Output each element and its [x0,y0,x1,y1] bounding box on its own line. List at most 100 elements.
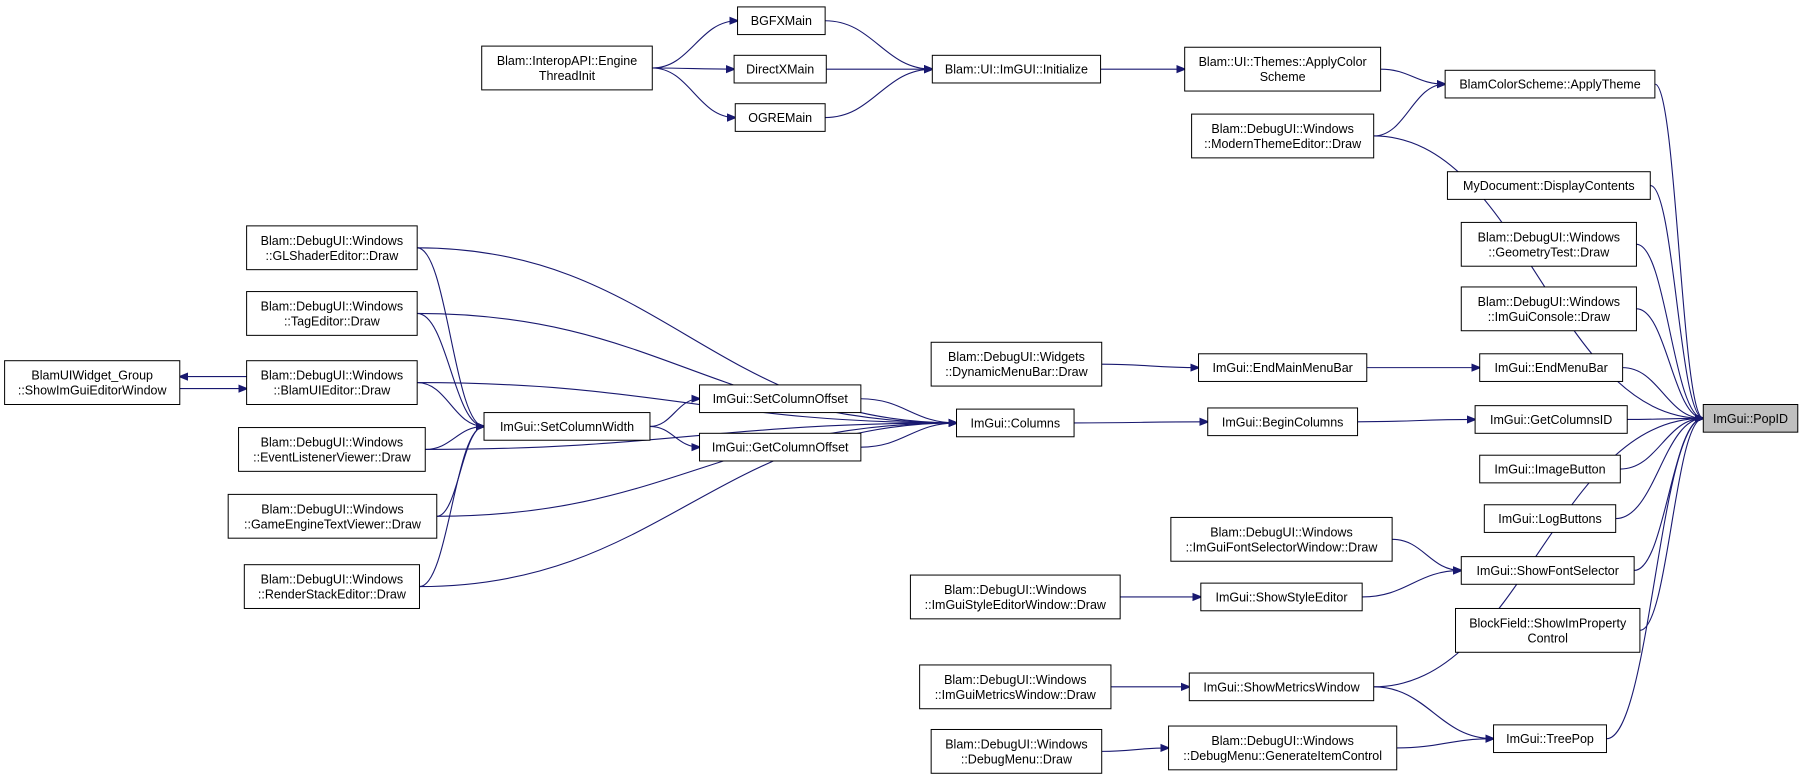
node-label: ImGui::GetColumnOffset [712,441,849,455]
node-box [956,408,1075,438]
node-widgetgroup[interactable]: BlamUIWidget_Group::ShowImGuiEditorWindo… [4,360,181,406]
edge-applycolor-to-applytheme [1380,68,1446,84]
node-showfontsel[interactable]: ImGui::ShowFontSelector [1460,556,1635,585]
edge-engine-to-ogre [652,67,735,118]
node-box [737,6,826,36]
node-logbuttons[interactable]: ImGui::LogButtons [1483,504,1617,533]
node-label: ::GameEngineTextViewer::Draw [244,517,422,531]
node-columns[interactable]: ImGui::Columns [956,408,1075,438]
edge-renderstack-to-setcolwidth [419,426,484,588]
node-box [1198,353,1368,382]
edge-mydoc-to-popid [1650,184,1703,419]
node-box [1483,504,1617,533]
node-box [930,728,1103,774]
node-box [1168,725,1398,771]
node-label: ::RenderStackEditor::Draw [258,588,407,602]
edge-columns-to-begincolumns [1074,422,1208,423]
node-gametext[interactable]: Blam::DebugUI::Windows::GameEngineTextVi… [227,493,438,539]
node-box [1474,405,1628,434]
node-fontselwin[interactable]: Blam::DebugUI::Windows::ImGuiFontSelecto… [1170,516,1393,562]
node-ogre[interactable]: OGREMain [734,103,826,132]
node-box [1191,113,1375,159]
node-dx[interactable]: DirectXMain [733,54,827,84]
node-glshader[interactable]: Blam::DebugUI::Windows::GLShaderEditor::… [246,225,418,271]
node-console[interactable]: Blam::DebugUI::Windows::ImGuiConsole::Dr… [1460,286,1637,332]
node-setcoloffset[interactable]: ImGui::SetColumnOffset [699,384,862,414]
node-label: Blam::InteropAPI::Engine [497,54,637,68]
edge-fontselwin-to-showfontsel [1392,538,1461,570]
node-box [919,664,1112,710]
node-label: ImGui::BeginColumns [1222,415,1344,429]
edge-geomtest-to-popid [1636,243,1703,418]
node-setcolwidth[interactable]: ImGui::SetColumnWidth [483,412,651,441]
edge-logbuttons-to-popid [1615,418,1704,520]
node-box [909,574,1121,620]
edge-gametext-to-columns [436,423,957,517]
node-endmenu[interactable]: ImGui::EndMenuBar [1479,353,1624,382]
node-init[interactable]: Blam::UI::ImGUI::Initialize [931,54,1102,84]
node-box [699,384,862,414]
node-label: Blam::DebugUI::Widgets [948,350,1085,364]
edge-showfontsel-to-popid [1634,418,1703,571]
node-box [699,432,862,462]
node-label: Blam::DebugUI::Windows [944,583,1086,597]
node-label: ::ImGuiFontSelectorWindow::Draw [1186,540,1379,554]
node-box [483,412,651,441]
node-genitem[interactable]: Blam::DebugUI::Windows::DebugMenu::Gener… [1168,725,1398,771]
node-getcolid[interactable]: ImGui::GetColumnsID [1474,405,1628,434]
node-eventlist[interactable]: Blam::DebugUI::Windows::EventListenerVie… [238,427,426,472]
node-metricswin[interactable]: Blam::DebugUI::Windows::ImGuiMetricsWind… [919,664,1112,710]
node-popid[interactable]: ImGui::PopID [1702,404,1799,433]
node-box [238,427,426,472]
node-label: Blam::DebugUI::Windows [261,435,403,449]
node-label: ::BlamUIEditor::Draw [274,384,392,398]
node-label: ImGui::LogButtons [1498,512,1602,526]
node-getcoloffset[interactable]: ImGui::GetColumnOffset [699,432,862,462]
node-label: Blam::UI::Themes::ApplyColor [1199,55,1367,69]
node-box [1702,404,1799,433]
node-showstyle[interactable]: ImGui::ShowStyleEditor [1200,582,1363,612]
node-tageditor[interactable]: Blam::DebugUI::Windows::TagEditor::Draw [246,291,418,336]
node-begincolumns[interactable]: ImGui::BeginColumns [1207,407,1359,437]
edge-setcoloffset-to-columns [860,398,957,423]
edge-begincolumns-to-getcolid [1357,419,1476,421]
node-label: MyDocument::DisplayContents [1463,179,1635,193]
node-dynmenu[interactable]: Blam::DebugUI::Widgets::DynamicMenuBar::… [930,341,1103,387]
node-renderstack[interactable]: Blam::DebugUI::Windows::RenderStackEdito… [243,564,420,609]
node-label: ::GeometryTest::Draw [1488,245,1610,259]
edge-blamui-to-columns [417,382,956,423]
node-treepop[interactable]: ImGui::TreePop [1493,724,1607,754]
node-blamui[interactable]: Blam::DebugUI::Windows::BlamUIEditor::Dr… [246,360,418,406]
node-box [1493,724,1607,754]
edge-console-to-popid [1636,308,1703,418]
node-label: ::ModernThemeEditor::Draw [1204,137,1362,151]
node-endmainmenu[interactable]: ImGui::EndMainMenuBar [1198,353,1368,382]
node-label: ::TagEditor::Draw [284,314,381,328]
node-label: BGFXMain [751,14,812,28]
node-modern[interactable]: Blam::DebugUI::Windows::ModernThemeEdito… [1191,113,1375,159]
node-label: ImGui::Columns [970,416,1060,430]
node-label: ImGui::GetColumnsID [1490,413,1612,427]
node-debugmenu[interactable]: Blam::DebugUI::Windows::DebugMenu::Draw [930,728,1103,774]
node-box [1184,46,1382,92]
edge-setcolwidth-to-getcoloffset [649,425,700,447]
edge-modern-to-applytheme [1373,84,1445,137]
node-styleeditwin[interactable]: Blam::DebugUI::Windows::ImGuiStyleEditor… [909,574,1121,620]
node-label: Blam::DebugUI::Windows [261,502,403,516]
node-box [246,360,418,406]
node-showmetrics[interactable]: ImGui::ShowMetricsWindow [1188,672,1375,702]
node-label: ThreadInit [539,69,596,83]
node-geomtest[interactable]: Blam::DebugUI::Windows::GeometryTest::Dr… [1460,221,1637,267]
edge-showmetrics-to-treepop [1373,686,1494,739]
node-imagebutton[interactable]: ImGui::ImageButton [1479,454,1621,484]
node-box [733,54,827,84]
node-label: ImGui::TreePop [1506,732,1594,746]
node-label: ::GLShaderEditor::Draw [266,249,400,263]
node-mydoc[interactable]: MyDocument::DisplayContents [1446,171,1651,200]
node-bgfx[interactable]: BGFXMain [737,6,826,36]
node-applytheme[interactable]: BlamColorScheme::ApplyTheme [1444,69,1656,99]
